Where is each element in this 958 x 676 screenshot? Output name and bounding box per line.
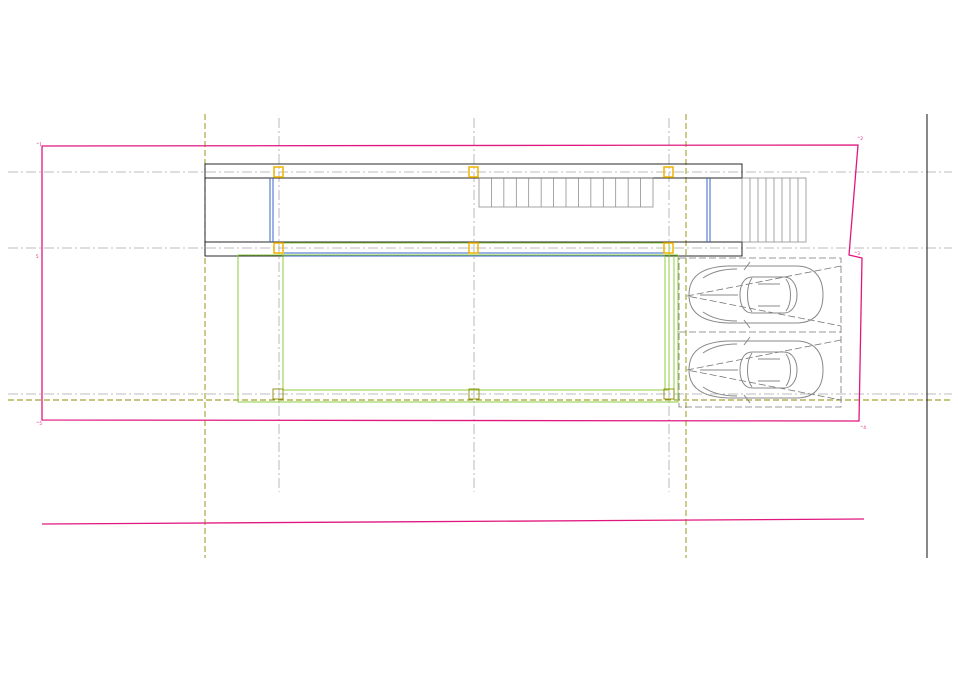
column-c3 (663, 388, 675, 400)
car-1-rear (785, 278, 791, 312)
corner-mark-tr: ^2 (857, 136, 863, 141)
beam-top (204, 163, 743, 179)
corner-mark-br: ^4 (860, 425, 866, 430)
car-2-cabin (739, 351, 798, 389)
parking-aisle-arrow-1 (686, 265, 842, 327)
column-a2 (468, 166, 479, 178)
car-2-mirror-l (743, 336, 751, 346)
corner-mark-tl: ^1 (36, 142, 42, 147)
stair-lower (741, 177, 807, 243)
columns-lower (272, 388, 675, 400)
car-1-cabin (739, 276, 798, 314)
column-a1 (273, 166, 284, 178)
car-1-windshield (747, 277, 753, 313)
corner-mark-mid: ^3 (854, 251, 860, 256)
column-b1 (273, 242, 284, 254)
car-2-windshield (747, 352, 753, 388)
stair-upper-treads (491, 178, 641, 207)
road-edge-line (41, 518, 865, 525)
column-c2 (468, 388, 480, 400)
beam-middle (204, 241, 743, 257)
car-2 (688, 336, 824, 404)
car-2-hood (702, 343, 738, 397)
stair-lower-treads (749, 178, 799, 242)
parking-outline (678, 257, 842, 408)
site-boundary (41, 144, 863, 422)
car-2-body (688, 340, 824, 399)
column-c1 (272, 388, 284, 400)
car-1-body (688, 265, 824, 324)
slab-outer (237, 254, 679, 403)
slab-outline (237, 242, 679, 403)
car-1 (688, 261, 824, 329)
stair-upper (478, 177, 654, 208)
site-corner-marks: ^1 ^2 ^3 ^4 ^5 5 (36, 136, 866, 430)
parking-area (678, 257, 842, 408)
car-1-mirror-l (743, 261, 751, 271)
car-1-hood (702, 268, 738, 322)
car-2-rear (785, 353, 791, 387)
slab-inner (282, 242, 670, 391)
column-b3 (663, 242, 674, 254)
setback-lines (8, 114, 952, 558)
corner-mark-bl: ^5 (36, 421, 42, 426)
columns-upper (273, 166, 674, 254)
car-2-mirror-r (743, 394, 751, 404)
grid-axes-horizontal (8, 171, 952, 395)
parking-aisle-arrow-2 (686, 339, 842, 401)
edge-mark-left: 5 (36, 254, 39, 259)
grid-axes-vertical (278, 118, 670, 492)
building-frame (204, 163, 743, 257)
property-line (41, 144, 865, 525)
column-b2 (468, 242, 479, 254)
column-a3 (663, 166, 674, 178)
window-lines (269, 178, 711, 257)
car-1-mirror-r (743, 319, 751, 329)
